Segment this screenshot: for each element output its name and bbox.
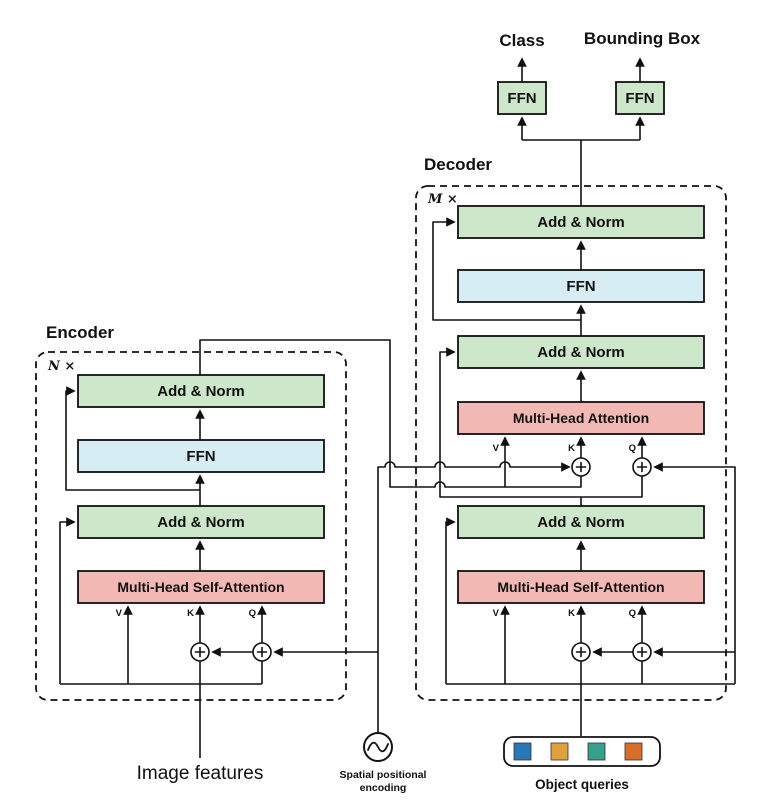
decoder-mha-residual-wire [439,347,581,498]
plus-glyph [636,646,648,658]
plus-glyph [194,646,206,658]
ffn-class-label: FFN [507,90,536,107]
decoder-selfattn-out-to-q-wire [580,476,643,506]
ffn-bbox-box [615,81,665,115]
decoder-mhsa-k-label: K [568,608,575,619]
encoder-k-plus-icon [190,642,210,662]
decoder-mha-box [457,401,705,435]
image-features-label: Image features [137,763,264,784]
decoder-mhsa-q-label: Q [629,608,636,619]
decoder-mha-q-plus-icon [632,457,652,477]
pos-encoding-label-line1: Spatial positional [340,769,427,781]
decoder-addnorm-bottom-label: Add & Norm [537,514,625,531]
query-square-2 [550,742,569,761]
ffn-class-box [497,81,547,115]
class-label: Class [499,31,544,50]
encoder-addnorm-bottom-box [77,505,325,539]
decoder-mhsa-residual-wire [445,517,456,684]
encoder-ffn-residual-wire [65,386,200,491]
decoder-addnorm-top-box [457,205,705,239]
object-queries-label: Object queries [535,777,629,792]
object-queries-capsule [503,736,661,767]
encoder: Encoder N × Add & Norm FFN Add & Norm Mu… [35,323,582,701]
decoder-mhsa-box [457,570,705,604]
encoder-ffn-label: FFN [186,448,215,465]
decoder-addnorm-bottom-box [457,505,705,539]
plus-glyph [575,461,587,473]
decoder-addnorm-top-label: Add & Norm [537,214,625,231]
decoder-mhsa-v-label: V [493,608,500,619]
ffn-bbox-label: FFN [625,90,654,107]
decoder-mha-q-label: Q [629,443,636,454]
bounding-box-label: Bounding Box [584,29,701,48]
decoder-title: Decoder [424,155,492,174]
decoder-mhsa-q-plus-icon [632,642,652,662]
encoder-addnorm-top-label: Add & Norm [157,383,245,400]
plus-glyph [256,646,268,658]
query-square-3 [587,742,606,761]
decoder-addnorm-mid-label: Add & Norm [537,344,625,361]
decoder: Decoder M × Add & Norm FFN Add & Norm Mu… [415,155,736,701]
pos-encoding-to-decoder-wire [377,461,571,733]
pos-encoding-label-line2: encoding [360,782,407,794]
output-heads: FFN FFN Class Bounding Box [497,29,701,206]
decoder-ffn-box [457,269,705,303]
query-square-4 [624,742,643,761]
decoder-mha-label: Multi-Head Attention [513,410,649,426]
encoder-v-label: V [116,608,123,619]
encoder-repeat-label: N × [47,359,75,374]
image-features-input: Image features [137,684,264,784]
encoder-q-label: Q [249,608,256,619]
plus-glyph [575,646,587,658]
encoder-q-plus-icon [252,642,272,662]
decoder-ffn-residual-wire [432,217,581,321]
query-square-1 [513,742,532,761]
encoder-ffn-box [77,439,325,473]
output-junction-wire [522,139,640,206]
encoder-addnorm-top-box [77,374,325,408]
encoder-addnorm-bottom-label: Add & Norm [157,514,245,531]
decoder-repeat-label: M × [427,192,458,207]
object-queries-input: Object queries [503,684,661,792]
queries-riser-to-mha-q-wire [653,462,736,684]
decoder-mhsa-k-plus-icon [571,642,591,662]
encoder-mhsa-residual-wire [59,517,76,684]
decoder-mha-k-plus-icon [571,457,591,477]
sine-glyph [367,741,389,753]
spatial-positional-encoding: Spatial positional encoding [340,461,571,794]
decoder-mha-k-label: K [568,443,575,454]
encoder-mhsa-label: Multi-Head Self-Attention [117,579,284,595]
encoder-title: Encoder [46,323,114,342]
plus-glyph [636,461,648,473]
sine-wave-icon [363,732,393,762]
decoder-mha-v-label: V [493,443,500,454]
decoder-mhsa-label: Multi-Head Self-Attention [497,579,664,595]
decoder-addnorm-mid-box [457,335,705,369]
encoder-mhsa-box [77,570,325,604]
encoder-k-label: K [187,608,194,619]
decoder-ffn-label: FFN [566,278,595,295]
